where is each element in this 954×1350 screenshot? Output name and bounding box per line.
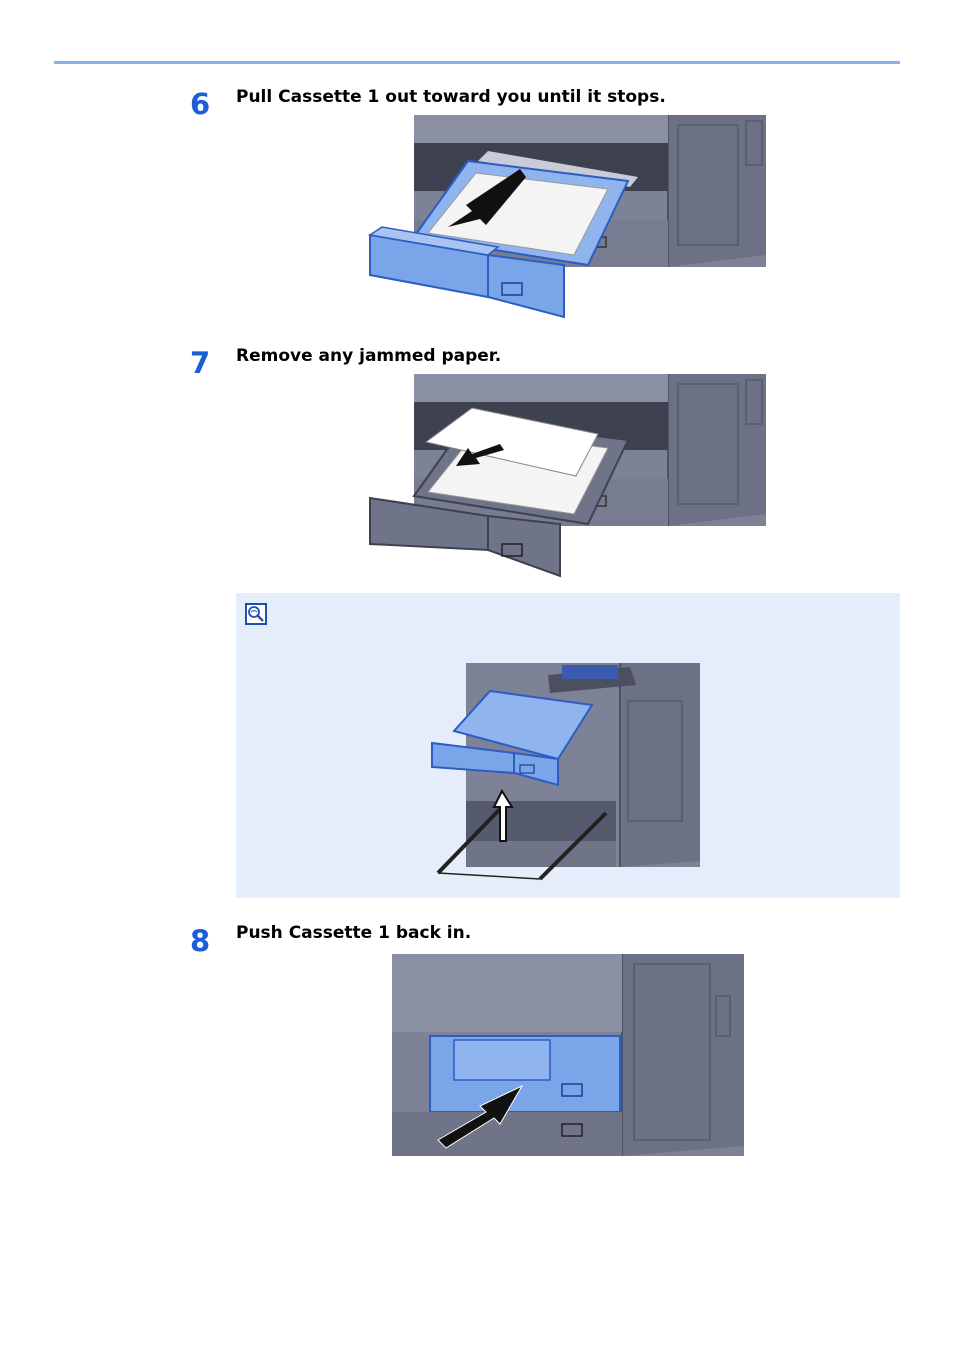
note-box [236,593,900,898]
step-instruction: Remove any jammed paper. [236,346,502,366]
step-instruction: Push Cassette 1 back in. [236,923,472,943]
step-number: 7 [190,346,211,380]
step-number: 6 [190,87,211,121]
top-rule [54,61,900,64]
pull-cassette-illustration [368,115,766,319]
note-icon [245,603,267,625]
remove-cassette-illustration [431,663,700,881]
remove-jammed-paper-illustration [369,374,766,578]
step-number: 8 [190,924,211,958]
push-cassette-illustration [392,954,744,1156]
step-instruction: Pull Cassette 1 out toward you until it … [236,87,666,107]
